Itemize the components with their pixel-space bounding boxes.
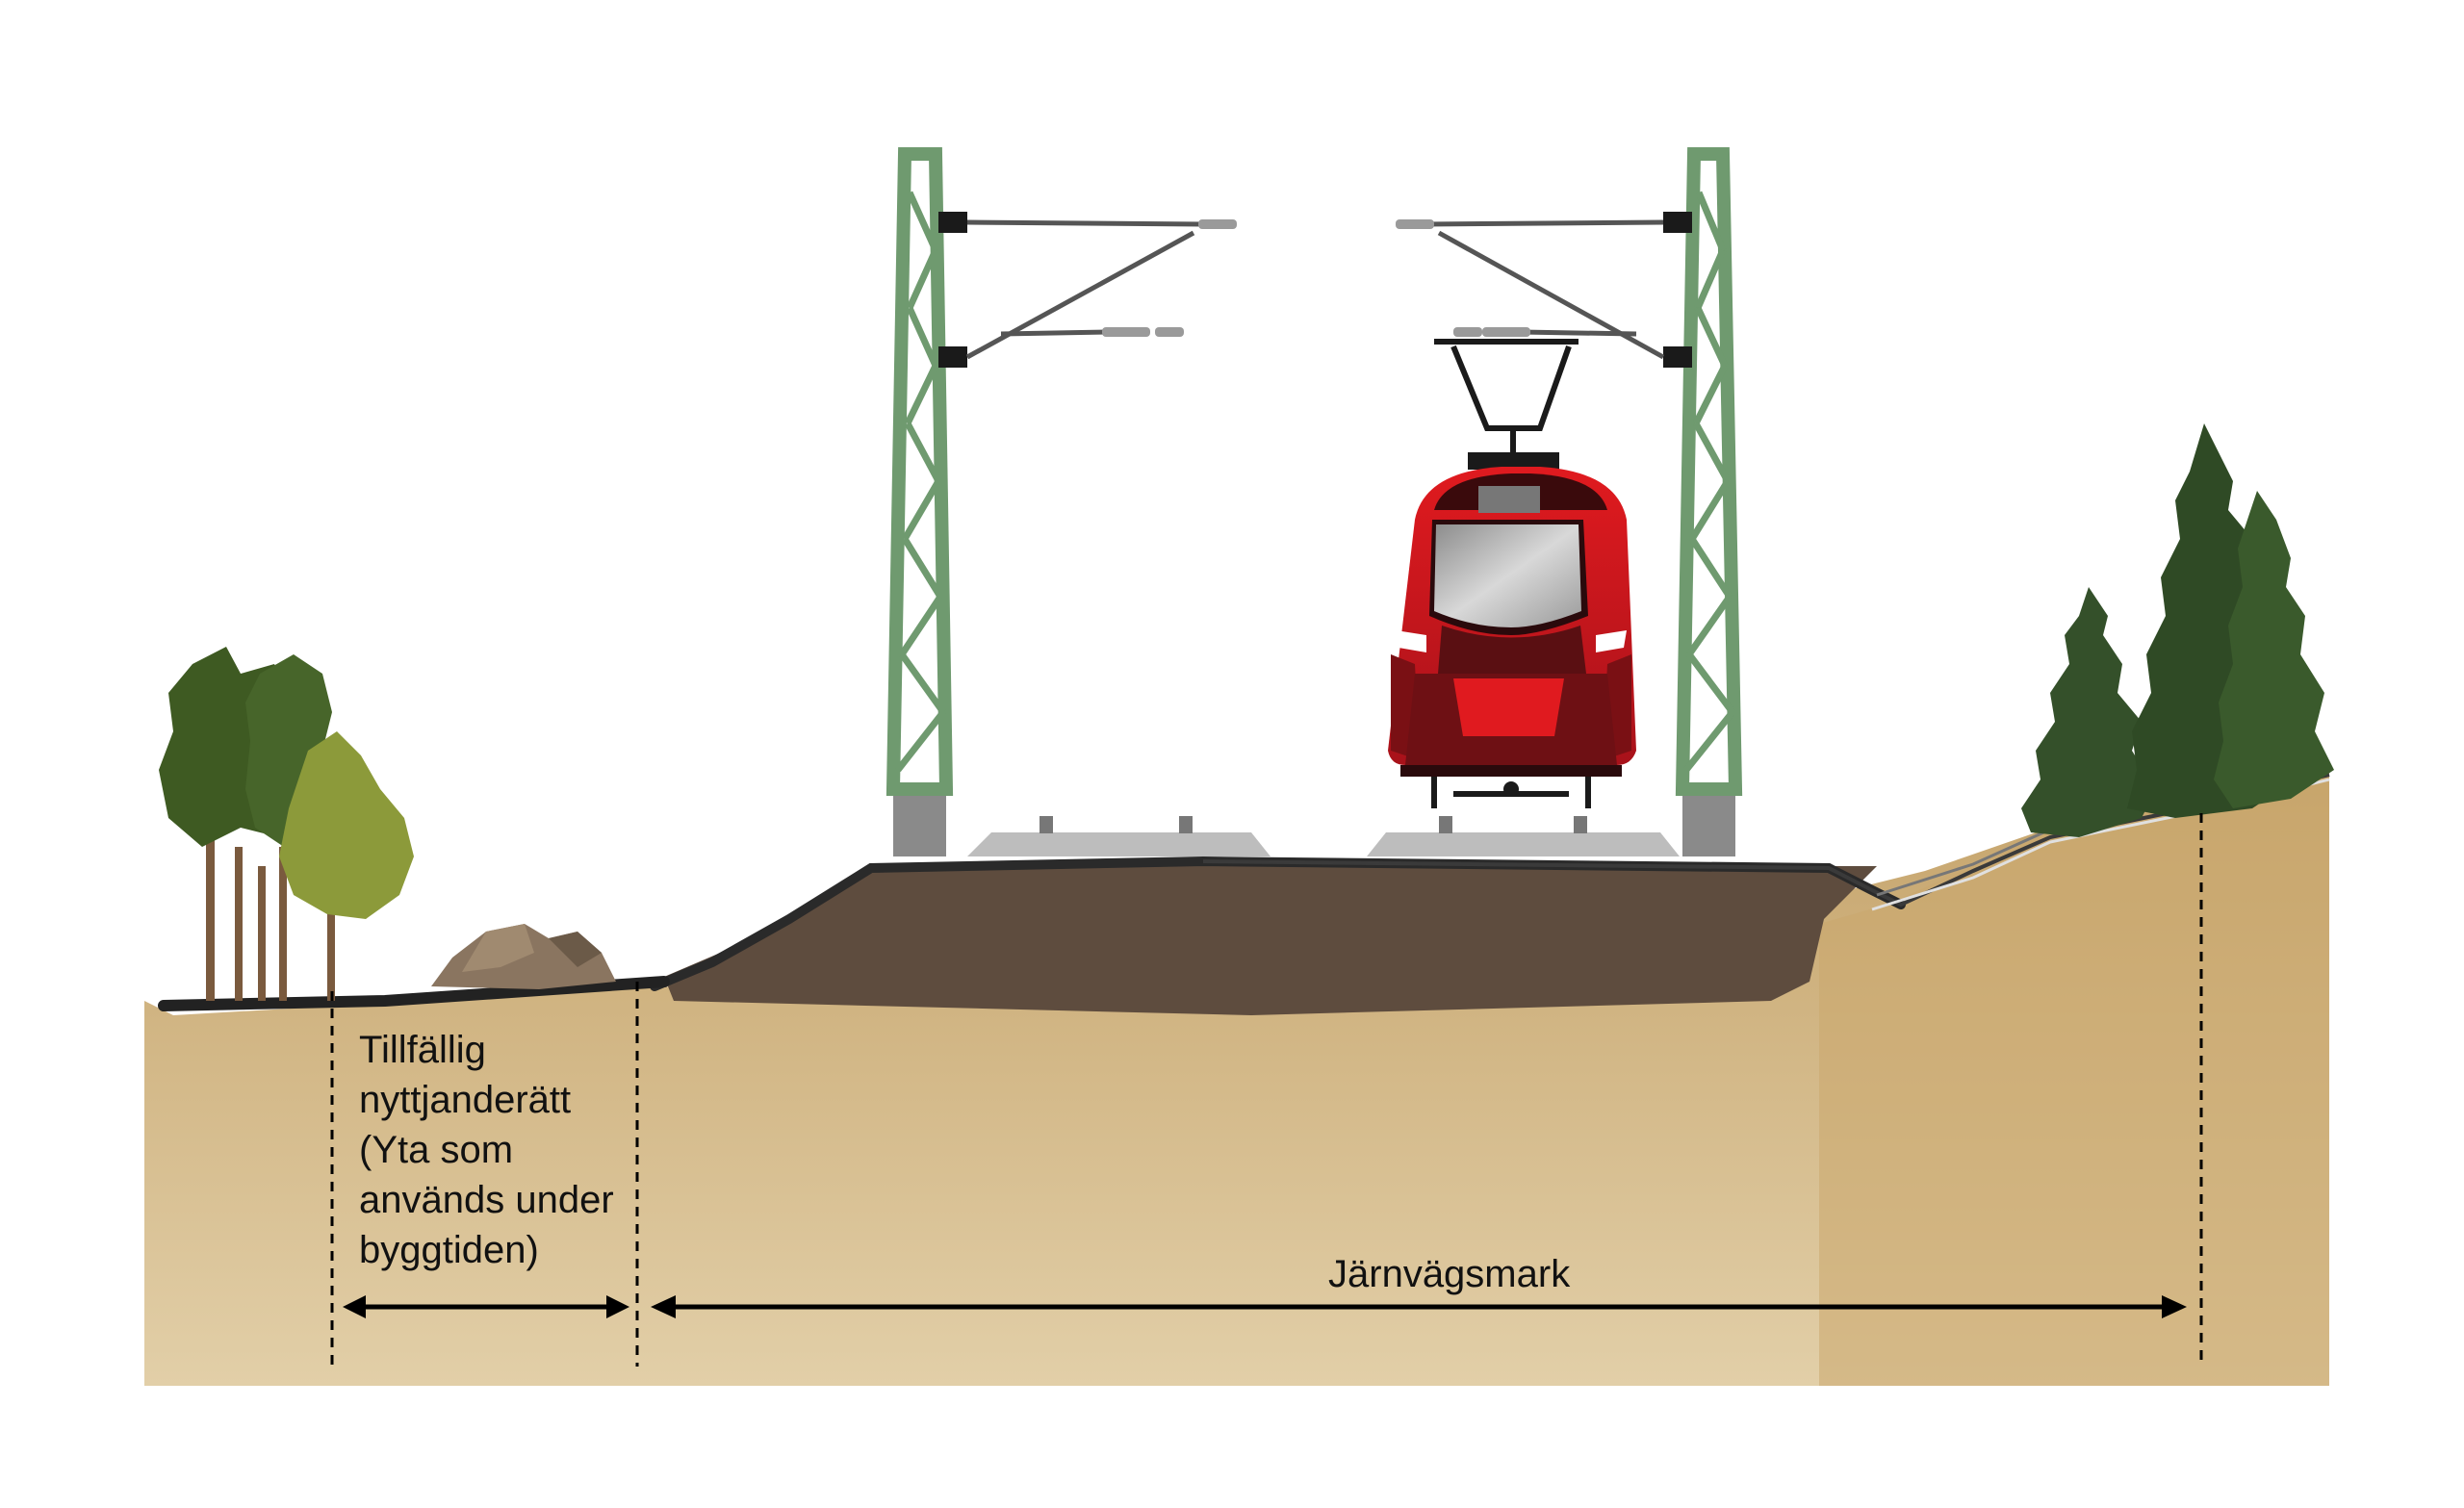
temporary-use-line-2: nyttjanderätt [359, 1079, 572, 1121]
dimension-lines [330, 813, 2203, 1367]
catenary-mast-right [1396, 147, 1743, 856]
spruce-trees-right [2021, 423, 2334, 837]
dimension-arrow-railway [651, 1295, 2187, 1318]
rock-icon [431, 924, 616, 989]
temporary-use-line-4: används under [359, 1179, 614, 1221]
temporary-use-line-3: (Yta som [359, 1129, 514, 1171]
temporary-use-line-1: Tillfällig [359, 1029, 486, 1071]
catenary-mast-left [886, 147, 1237, 856]
embankment [158, 766, 2330, 1015]
temporary-use-label: Tillfällig nyttjanderätt (Yta som använd… [359, 1025, 614, 1275]
dimension-arrow-temporary [343, 1295, 629, 1318]
track-ballast [967, 816, 1680, 856]
spruce-tree-icon [2214, 491, 2334, 808]
temporary-use-line-5: byggtiden) [359, 1229, 539, 1271]
railway-land-text: Järnvägsmark [1328, 1253, 1571, 1295]
deciduous-trees-left [159, 647, 414, 1001]
spruce-tree-icon [2021, 587, 2156, 837]
railway-land-label: Järnvägsmark [1328, 1249, 1570, 1299]
train-front-icon [1388, 339, 1636, 808]
deciduous-tree-icon [279, 731, 414, 919]
